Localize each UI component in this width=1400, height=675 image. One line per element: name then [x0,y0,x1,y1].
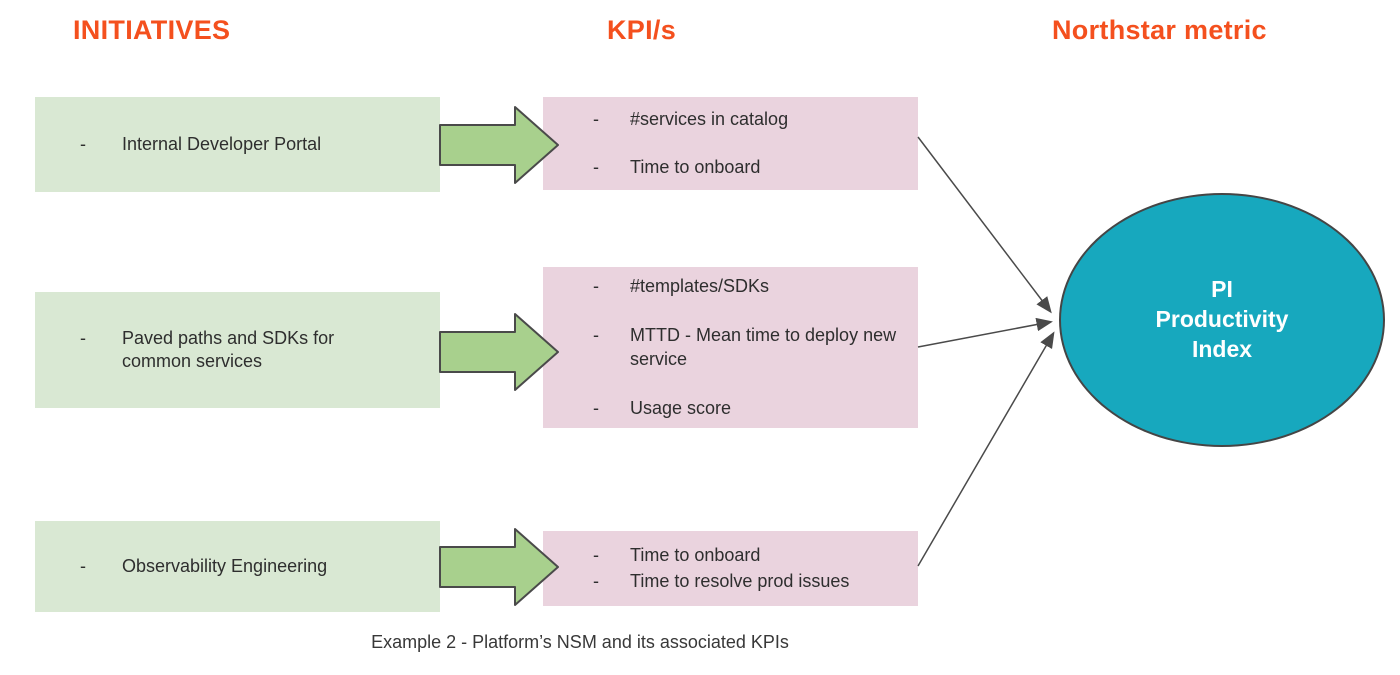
column-header-northstar: Northstar metric [1052,15,1267,45]
initiative-box-observability-engineering: - Observability Engineering [35,521,440,612]
kpi-box-observability: - Time to onboard - Time to resolve prod… [543,531,918,606]
kpi-label: #services in catalog [630,109,789,130]
kpi-item: - Time to onboard [543,156,918,179]
bullet-dash: - [593,544,599,565]
kpi-box-developer-portal: - #services in catalog - Time to onboard [543,97,918,190]
bullet-dash: - [80,555,86,576]
column-header-initiatives: INITIATIVES [73,15,231,45]
kpi-label: #templates/SDKs [630,276,770,297]
bullet-dash: - [593,156,599,177]
bullet-dash: - [593,276,599,297]
connector-arrow-line [917,331,1055,567]
connector-arrow-line [917,317,1053,348]
kpi-label: MTTD - Mean time to deploy new service [630,325,897,369]
northstar-label-line: Productivity [1155,306,1289,333]
kpi-label: Time to resolve prod issues [630,571,850,591]
kpi-item: - Usage score [543,397,918,420]
connector-arrow-line [917,136,1052,314]
initiative-label: Observability Engineering [122,555,328,576]
kpi-item: - Time to onboard [543,544,918,567]
bullet-dash: - [593,109,599,130]
bullet-dash: - [80,327,86,348]
initiative-item: - Observability Engineering [35,555,440,578]
initiative-box-internal-developer-portal: - Internal Developer Portal [35,97,440,192]
kpi-label: Time to onboard [630,156,761,177]
block-arrow-right-icon [439,106,559,184]
block-arrow-right-icon [439,528,559,606]
kpi-label: Time to onboard [630,544,761,565]
bullet-dash: - [593,571,599,591]
bullet-dash: - [593,397,599,418]
northstar-label-line: PI [1211,276,1233,303]
northstar-label-line: Index [1191,335,1253,362]
bullet-dash: - [593,325,599,346]
kpi-box-paved-paths: - #templates/SDKs - MTTD - Mean time to … [543,267,918,428]
kpi-label: Usage score [630,397,732,418]
initiative-box-paved-paths-sdks: - Paved paths and SDKs for common servic… [35,292,440,408]
column-header-kpis: KPI/s [607,15,677,45]
kpi-item: - #services in catalog [543,108,918,131]
kpi-item: - MTTD - Mean time to deploy new service [543,324,918,370]
initiative-label: Internal Developer Portal [122,133,322,154]
initiative-item: - Paved paths and SDKs for common servic… [35,327,440,373]
northstar-ellipse: PI Productivity Index [1059,193,1385,447]
bullet-dash: - [80,133,86,154]
initiative-item: - Internal Developer Portal [35,133,440,156]
initiative-label: Paved paths and SDKs for common services [122,327,335,371]
kpi-item: - #templates/SDKs [543,275,918,298]
block-arrow-right-icon [439,313,559,391]
kpi-item: - Time to resolve prod issues [543,570,918,593]
diagram-caption: Example 2 - Platform’s NSM and its assoc… [371,632,789,652]
